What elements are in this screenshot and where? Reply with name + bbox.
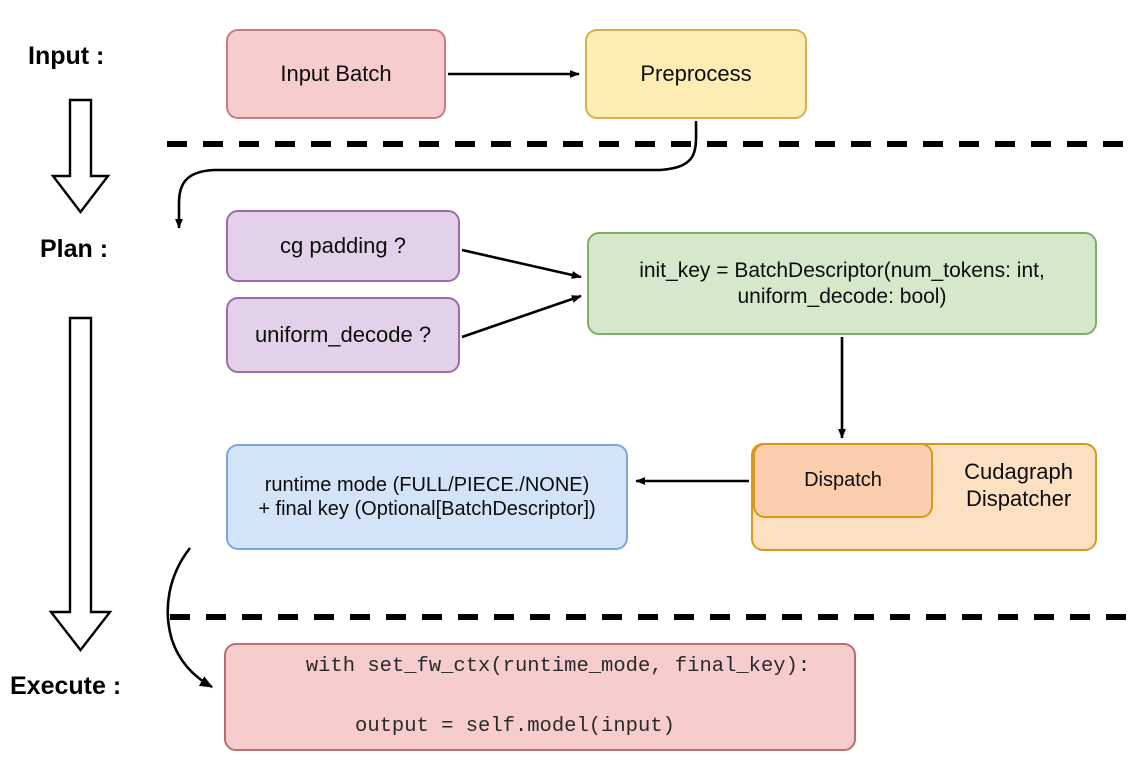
exec-code-line1: with set_fw_ctx(runtime_mode, final_key)… bbox=[305, 655, 811, 679]
node-dispatch[interactable]: Dispatch bbox=[753, 443, 933, 518]
input-to-plan-arrow bbox=[50, 98, 111, 214]
node-runtime-mode-line1: runtime mode (FULL/PIECE./NONE) bbox=[264, 473, 590, 496]
node-runtime-mode-line2: + final key (Optional[BatchDescriptor]) bbox=[258, 498, 596, 520]
node-init-key-line1: init_key = BatchDescriptor(num_tokens: i… bbox=[639, 258, 1045, 282]
node-cudagraph-dispatcher-line2: Dispatcher bbox=[965, 485, 1072, 511]
exec-code-line2: output = self.model(input) bbox=[305, 714, 675, 738]
stage-label-plan: Plan : bbox=[40, 235, 109, 263]
node-cudagraph-dispatcher-line1: Cudagraph bbox=[964, 459, 1073, 484]
node-cg-padding[interactable]: cg padding ? bbox=[226, 210, 460, 282]
stage-label-execute: Execute : bbox=[10, 672, 122, 700]
node-uniform-decode[interactable]: uniform_decode ? bbox=[226, 297, 460, 373]
plan-to-execute-arrow bbox=[48, 316, 113, 652]
edge-cg-padding-to-init-key bbox=[461, 248, 582, 279]
node-input-batch[interactable]: Input Batch bbox=[226, 29, 446, 119]
node-runtime-mode[interactable]: runtime mode (FULL/PIECE./NONE) + final … bbox=[226, 444, 628, 550]
edge-uniform-decode-to-init-key bbox=[461, 294, 582, 339]
edge-runtime-mode-to-exec-code bbox=[166, 547, 213, 689]
node-init-key-line2: uniform_decode: bool) bbox=[737, 284, 947, 308]
node-init-key[interactable]: init_key = BatchDescriptor(num_tokens: i… bbox=[587, 232, 1097, 335]
node-exec-code[interactable]: with set_fw_ctx(runtime_mode, final_key)… bbox=[224, 643, 856, 751]
node-preprocess[interactable]: Preprocess bbox=[585, 29, 807, 119]
stage-label-input: Input : bbox=[28, 42, 105, 70]
